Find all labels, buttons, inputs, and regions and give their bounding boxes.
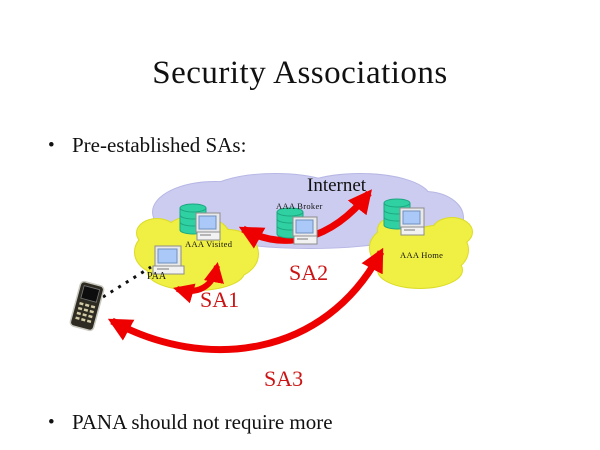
bullet-glyph: • [48,135,55,156]
sa3-arrow [107,247,385,354]
bullet-item-pana: • PANA should not require more [48,410,333,436]
bullet-text: PANA should not require more [72,410,333,434]
aaa-home-label: AAA Home [400,250,444,260]
mobile-phone-icon [69,280,105,332]
page-title: Security Associations [152,55,448,91]
internet-label: Internet [307,175,367,196]
bullet-item-pre-established: • Pre-established SAs: [48,133,246,159]
aaa-visited-label: AAA Visited [185,239,233,249]
paa-computer-icon [152,245,185,275]
radio-link-dotted-line [102,265,152,299]
sa2-label: SA2 [289,260,329,285]
sa3-label: SA3 [264,366,304,391]
paa-label: PAA [147,271,167,282]
bullet-text: Pre-established SAs: [72,133,247,157]
bullet-glyph: • [48,412,55,433]
aaa-broker-label: AAA Broker [276,201,323,211]
sa1-label: SA1 [200,287,240,312]
